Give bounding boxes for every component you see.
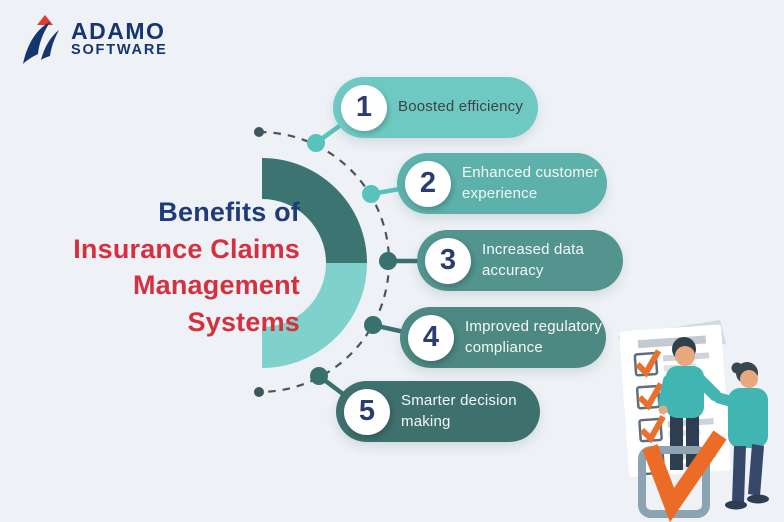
big-checkmark-icon: [642, 430, 727, 522]
adamo-logo-icon: [23, 15, 59, 64]
title-line-1: Insurance Claims: [73, 233, 300, 264]
benefit-label: Enhanced customer experience: [462, 164, 599, 202]
logo-subtitle: SOFTWARE: [71, 42, 168, 58]
benefit-number: 4: [422, 321, 440, 353]
logo: ADAMO SOFTWARE: [20, 14, 168, 66]
benefit-number: 5: [358, 395, 376, 427]
benefit-number: 1: [355, 91, 373, 123]
benefit-label: Increased data accuracy: [482, 241, 585, 279]
benefit-label: Smarter decision making: [401, 392, 517, 430]
title-line-3: Systems: [187, 306, 300, 337]
half-donut-dark: [262, 158, 367, 263]
benefit-pill-4: 4 Improved regulatory compliance: [400, 307, 606, 368]
arc-end-dot-top: [254, 127, 264, 137]
half-donut-light: [262, 263, 367, 368]
benefit-pill-1: 1 Boosted efficiency: [333, 77, 538, 138]
benefit-pill-3: 3 Increased data accuracy: [417, 230, 623, 291]
checkmark-icon: [637, 382, 664, 411]
arc-node-1: [307, 134, 325, 152]
benefit-pill-2: 2 Enhanced customer experience: [397, 153, 607, 214]
arc-end-dot-bottom: [254, 387, 264, 397]
arc-node-2: [362, 185, 380, 203]
title-line-2: Management: [132, 270, 300, 300]
arc-node-3: [379, 252, 397, 270]
benefit-pill-5: 5 Smarter decision making: [336, 381, 540, 442]
benefit-label: Improved regulatory compliance: [465, 318, 603, 356]
title-prefix: Benefits of: [158, 197, 300, 227]
benefit-number: 3: [439, 244, 457, 276]
handshake-checklist-illustration: [618, 320, 769, 522]
page-title: Benefits of Insurance Claims Management …: [30, 194, 300, 340]
benefit-number-circle: 5: [344, 388, 390, 435]
checkmark-icon: [635, 349, 662, 378]
arc-node-5: [310, 367, 328, 385]
checkmark-icon: [639, 415, 666, 444]
person-right: [713, 362, 769, 510]
benefit-number-circle: 2: [405, 160, 451, 207]
benefit-number-circle: 1: [341, 84, 387, 131]
logo-name: ADAMO: [71, 18, 166, 44]
benefit-label: Boosted efficiency: [398, 98, 524, 116]
benefit-number-circle: 4: [408, 314, 454, 361]
benefit-number: 2: [419, 167, 437, 199]
benefit-number-circle: 3: [425, 237, 471, 284]
arc-node-4: [364, 316, 382, 334]
